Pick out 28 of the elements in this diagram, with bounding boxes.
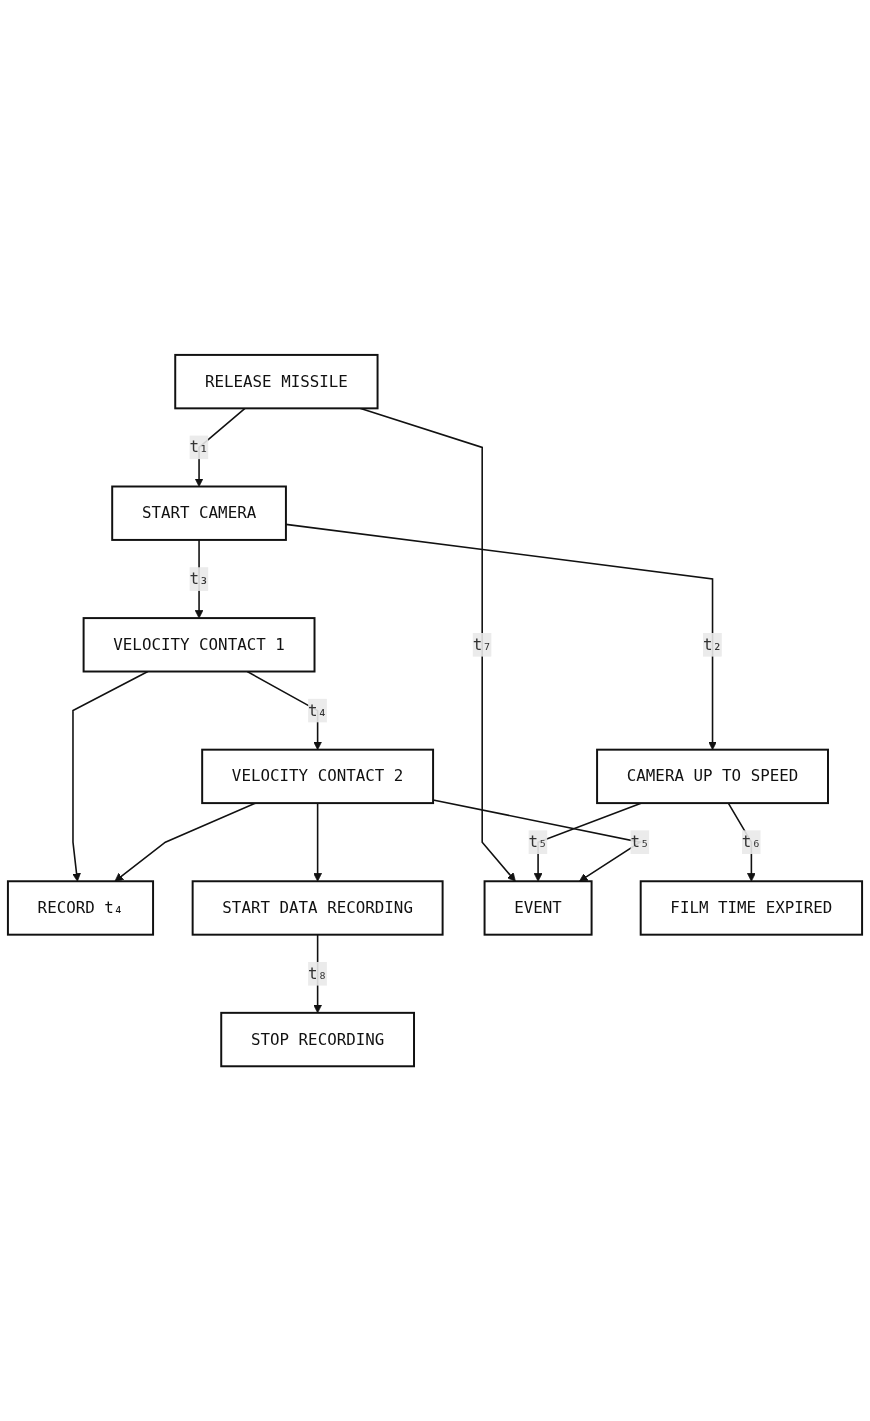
node-box: VELOCITY CONTACT 2 — [201, 748, 435, 804]
edge-label: t₄ — [308, 700, 328, 720]
edge-label: t₈ — [308, 963, 328, 983]
edge-label: t₁ — [189, 437, 209, 457]
arrow — [194, 539, 204, 619]
node-box: RECORD t₄ — [6, 880, 155, 936]
node-box: STOP RECORDING — [220, 1011, 415, 1068]
edge-label: t₃ — [189, 569, 209, 588]
node-box: RELEASE MISSILE — [174, 353, 379, 410]
edge-label: t₆ — [741, 832, 761, 851]
arrow — [313, 933, 322, 1014]
node-box: FILM TIME EXPIRED — [639, 880, 864, 936]
node-box: CAMERA UP TO SPEED — [596, 748, 829, 804]
arrow — [285, 523, 717, 750]
arrow — [432, 799, 643, 882]
edge-label: t₅ — [528, 832, 548, 851]
node-box: START DATA RECORDING — [191, 880, 444, 936]
edge-label: t₇ — [472, 634, 492, 654]
arrow — [313, 802, 322, 882]
arrow — [727, 802, 756, 882]
arrow — [246, 670, 322, 750]
arrow — [194, 407, 246, 487]
node-box: VELOCITY CONTACT 1 — [82, 617, 316, 673]
edge-label: t₂ — [703, 634, 723, 654]
edge-label: t₅ — [630, 832, 650, 851]
node-box: EVENT — [483, 880, 593, 936]
node-box: START CAMERA — [111, 485, 287, 541]
arrow — [72, 670, 149, 882]
